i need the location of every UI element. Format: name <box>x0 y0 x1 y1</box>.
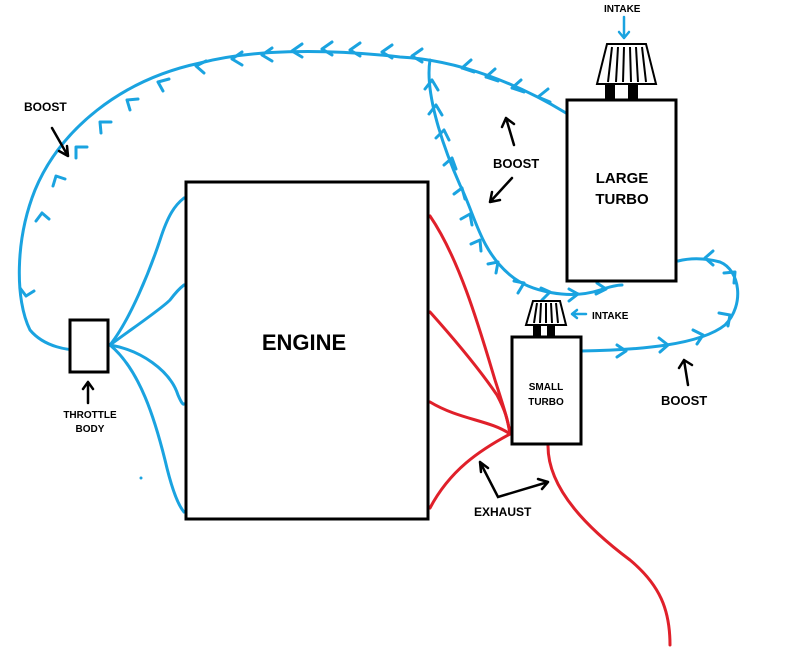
components <box>68 98 678 521</box>
throttle-body-label-line1: THROTTLE <box>63 410 117 421</box>
exhaust-label: EXHAUST <box>474 505 532 519</box>
boost-right-arrow <box>677 358 694 387</box>
small-turbo-label-line1: SMALL <box>529 382 563 393</box>
boost-flow-arrows <box>18 40 737 359</box>
exhaust-arrows <box>478 460 550 499</box>
engine-box <box>184 180 430 521</box>
boost-left-label: BOOST <box>24 100 67 114</box>
intake-small-label: INTAKE <box>592 311 629 322</box>
boost-middle-up-arrow <box>500 116 516 147</box>
exhaust-runner-4 <box>428 432 512 510</box>
engine-label: ENGINE <box>262 330 346 355</box>
boost-middle-down-arrow <box>488 176 514 204</box>
runner-1 <box>108 196 186 347</box>
throttle-body-label-line2: BODY <box>76 424 105 435</box>
large-air-filter-icon <box>595 43 658 99</box>
large-turbo-label-line1: LARGE <box>596 170 649 187</box>
intake-small-arrow <box>570 308 588 320</box>
large-turbo-label-line2: TURBO <box>595 191 649 208</box>
boost-loop-pipe <box>17 49 568 352</box>
exhaust-downpipe <box>546 444 672 647</box>
small-air-filter-icon <box>524 300 568 336</box>
small-turbo-box <box>510 335 583 446</box>
exhaust-runner-2 <box>428 310 512 436</box>
boost-right-label: BOOST <box>661 393 707 408</box>
throttle-up-arrow <box>81 380 95 405</box>
exhaust-runner-3 <box>428 400 512 436</box>
runner-2 <box>108 283 186 347</box>
boost-pipes <box>17 40 740 514</box>
small-turbo-label-line2: TURBO <box>528 397 564 408</box>
runner-4 <box>108 343 186 514</box>
boost-middle-label: BOOST <box>493 156 539 171</box>
stray-dot <box>139 476 143 480</box>
large-turbo-box <box>565 98 678 283</box>
boost-left-arrow <box>50 126 70 158</box>
intake-top-label: INTAKE <box>604 4 641 15</box>
intake-top-arrow <box>617 15 631 40</box>
annotation-arrows <box>50 15 694 499</box>
runner-3 <box>108 343 186 406</box>
exhaust-pipes <box>428 214 672 647</box>
throttle-body-box <box>68 318 110 374</box>
